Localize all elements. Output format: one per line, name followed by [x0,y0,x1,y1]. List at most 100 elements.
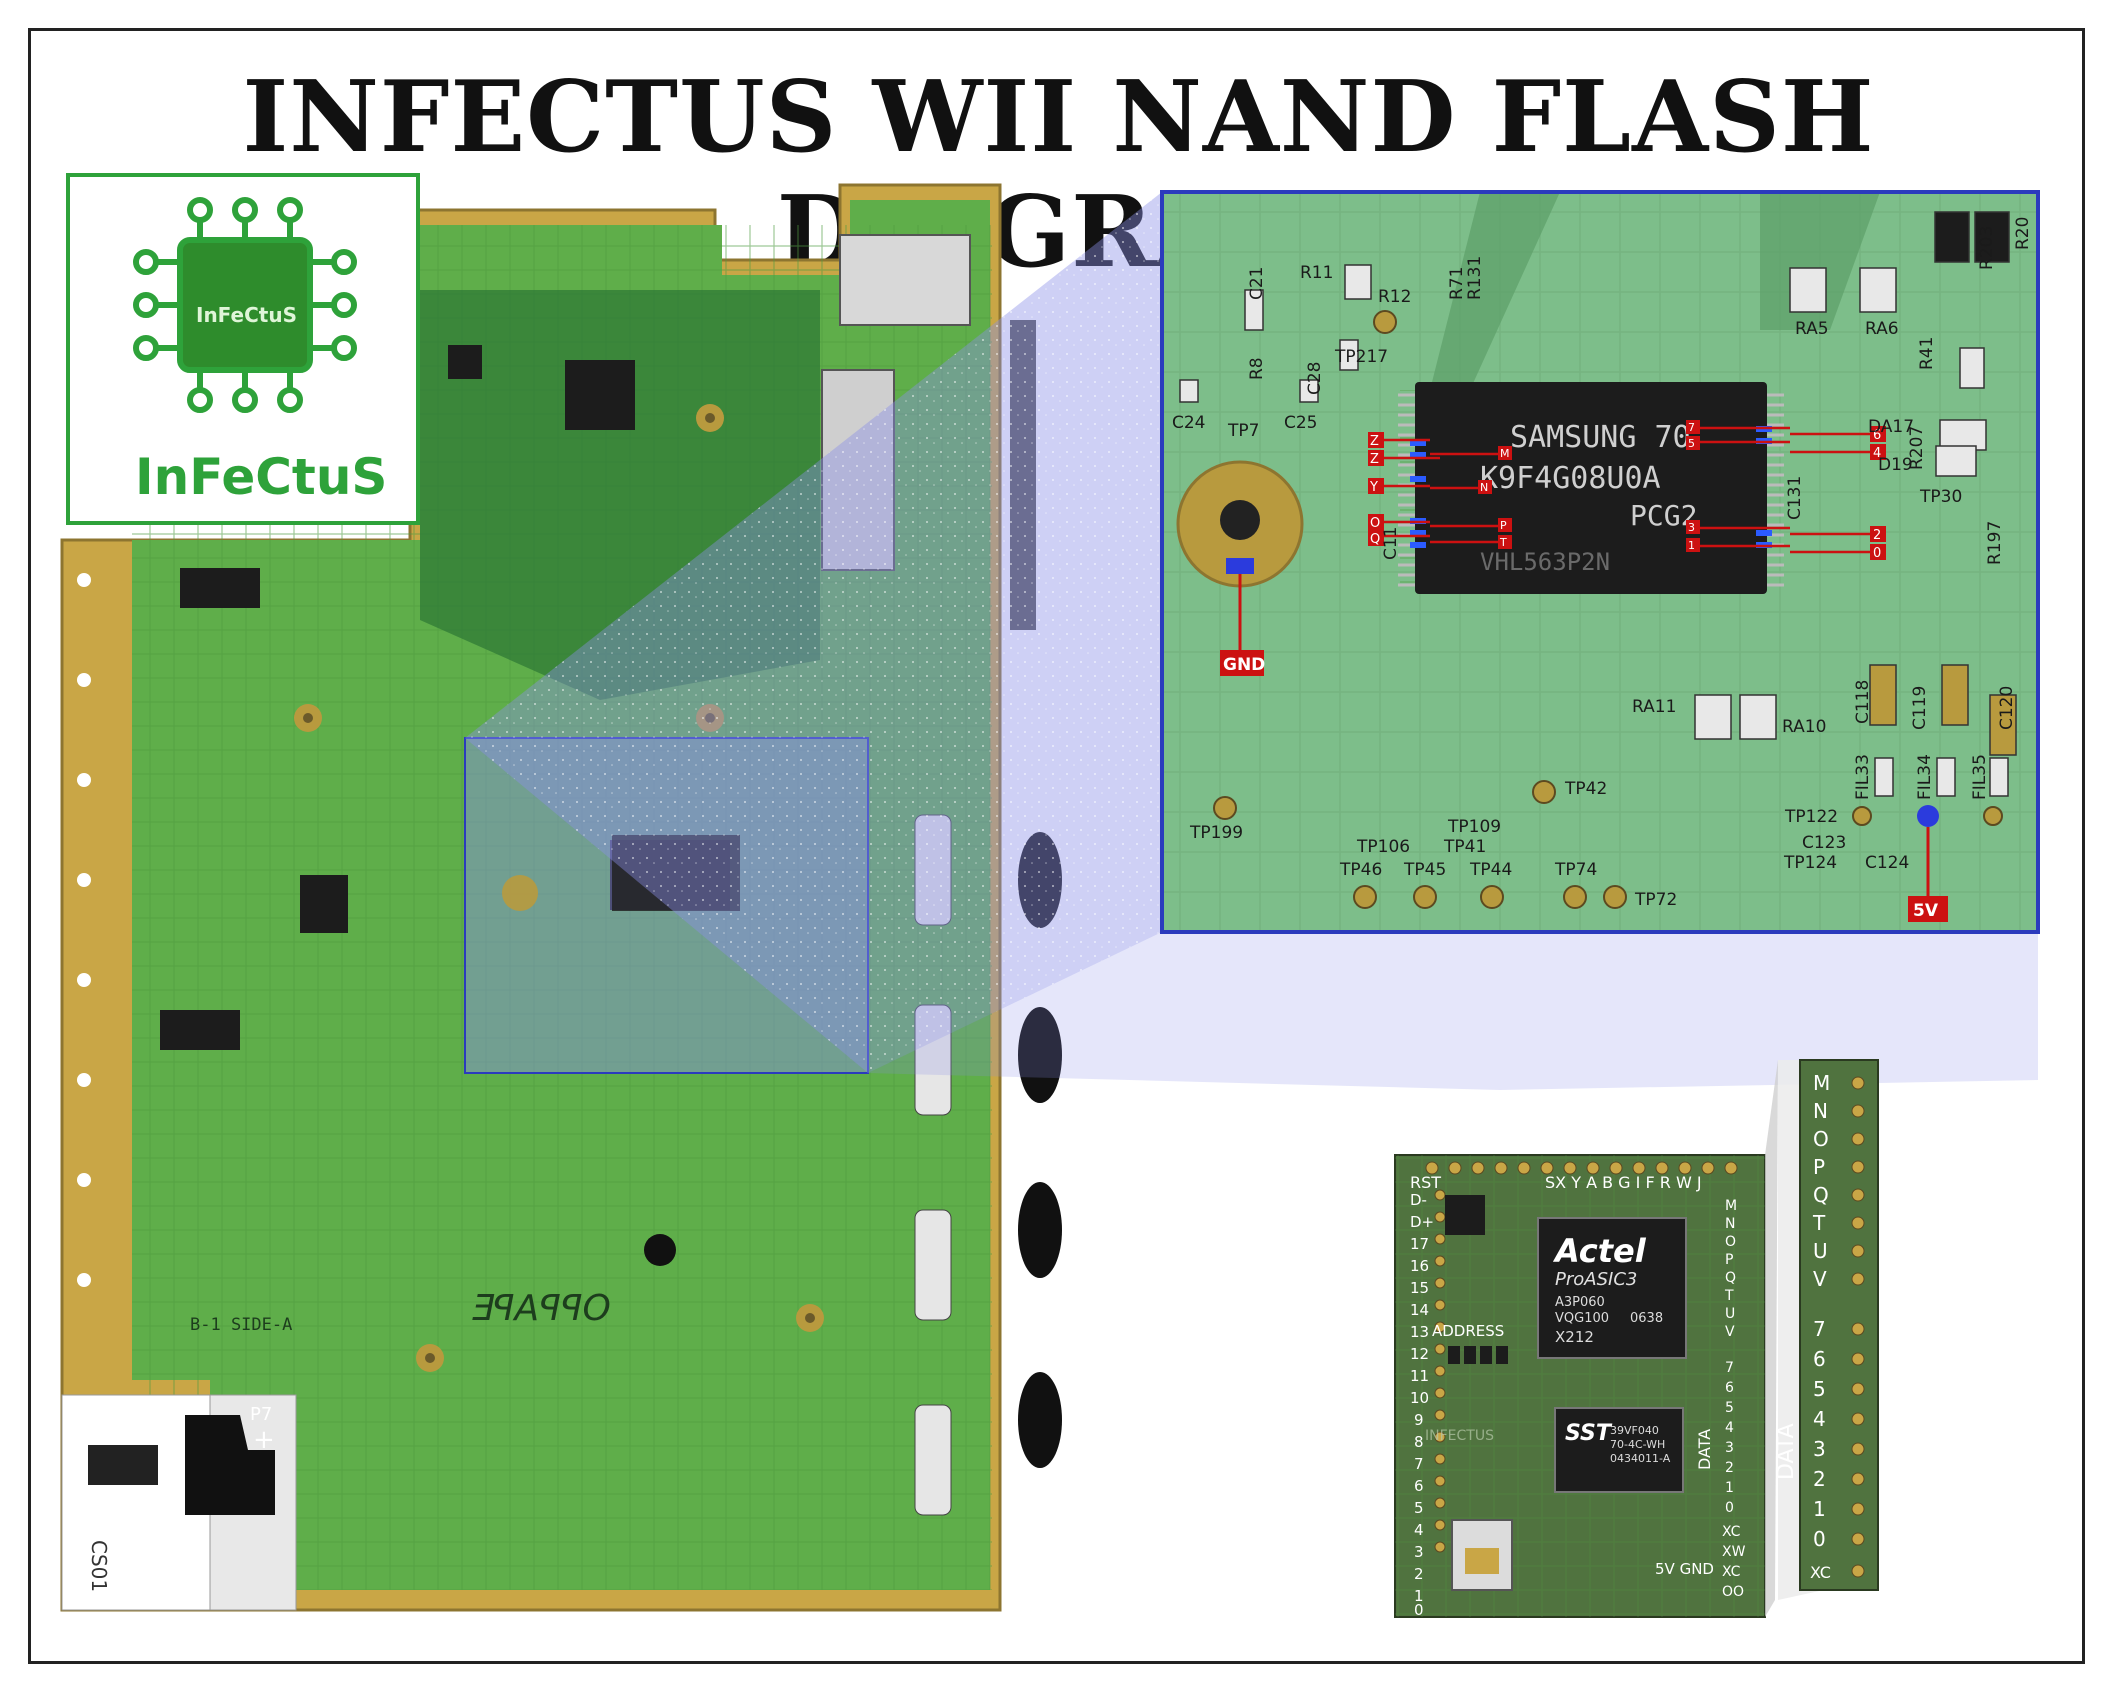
svg-text:1: 1 [1725,1480,1734,1496]
svg-text:2: 2 [1725,1460,1734,1476]
svg-text:TP217: TP217 [1334,347,1388,367]
nand-right-labels: 7 5 3 1 6 4 2 0 [1686,420,1886,561]
svg-text:V: V [1813,1267,1827,1291]
zoom-pcb-labels: C24 TP7 C25 R8 C21 R11 R12 TP217 C28 R71… [1172,217,2033,910]
svg-text:2: 2 [1813,1467,1826,1491]
sst-brand: SST [1565,1421,1613,1446]
svg-text:TP74: TP74 [1554,860,1597,880]
fpga-line3: VQG100 [1555,1311,1609,1326]
svg-text:P: P [1500,519,1507,532]
svg-text:TP41: TP41 [1443,837,1486,857]
svg-text:R131: R131 [1465,256,1485,300]
board-handwritten-mark: ƎꟼAꟼꟼO [470,1288,611,1329]
svg-text:TP124: TP124 [1783,853,1837,873]
fpga-brand: Actel [1552,1232,1647,1270]
fpga-line4: 0638 [1630,1311,1663,1326]
svg-text:C25: C25 [1284,413,1318,433]
svg-text:4: 4 [1725,1420,1734,1436]
svg-text:7: 7 [1813,1317,1826,1341]
zoom-wedge-speckle [465,192,1162,1073]
svg-text:D+: D+ [1410,1213,1434,1231]
svg-text:10: 10 [1410,1389,1429,1407]
svg-text:D-: D- [1410,1191,1427,1209]
svg-text:9: 9 [1414,1411,1424,1429]
svg-text:TP106: TP106 [1356,837,1410,857]
svg-text:P: P [1725,1252,1733,1268]
svg-text:R12: R12 [1378,287,1411,307]
svg-text:T: T [1812,1211,1826,1235]
v5-label: 5V [1913,901,1939,921]
zoom-trace-band [1430,192,1560,390]
svg-text:R8: R8 [1247,357,1267,380]
gnd-pad [1176,460,1304,676]
svg-text:N: N [1813,1099,1828,1123]
svg-text:D19: D19 [1878,455,1913,475]
svg-text:15: 15 [1410,1279,1429,1297]
svg-text:C119: C119 [1910,686,1930,730]
svg-text:DA17: DA17 [1868,417,1914,437]
svg-text:TP122: TP122 [1784,807,1838,827]
svg-text:R71: R71 [1447,267,1467,300]
infectus-chip-logo [133,197,357,413]
svg-text:O: O [1725,1234,1736,1250]
svg-text:Z: Z [1370,452,1379,467]
gnd-label: GND [1223,655,1265,675]
svg-text:C120: C120 [1997,686,2017,730]
svg-text:2: 2 [1414,1565,1424,1583]
svg-text:C21: C21 [1247,266,1267,300]
svg-text:16: 16 [1410,1257,1429,1275]
modchip-fpga [1537,1217,1687,1359]
svg-text:R197: R197 [1985,521,2005,565]
svg-text:TP46: TP46 [1339,860,1382,880]
svg-text:P: P [1813,1155,1825,1179]
svg-text:M: M [1813,1071,1830,1095]
svg-text:7: 7 [1688,421,1695,434]
svg-text:RA5: RA5 [1795,319,1829,339]
svg-text:U: U [1813,1239,1828,1263]
fpga-line1: ProASIC3 [1555,1269,1637,1290]
board-pad-small [502,875,538,911]
svg-text:6: 6 [1813,1347,1826,1371]
svg-text:3: 3 [1688,521,1695,534]
svg-text:12: 12 [1410,1345,1429,1363]
svg-text:C118: C118 [1853,680,1873,724]
zoom-wedge-lower [868,932,2038,1090]
svg-text:Q: Q [1813,1183,1829,1207]
modchip-rst: RST [1410,1173,1441,1192]
nand-chip-pins [1400,390,1415,586]
svg-text:T: T [1724,1288,1734,1304]
modchip-address-label: ADDRESS [1432,1322,1504,1340]
zoom-testpoints [1213,310,2003,909]
svg-text:5: 5 [1725,1400,1734,1416]
svg-text:C131: C131 [1785,476,1805,520]
sst-line3: 0434011-A [1610,1452,1671,1465]
svg-text:FIL33: FIL33 [1853,754,1873,800]
modchip-small-ic [1445,1195,1485,1235]
svg-text:Q: Q [1370,532,1380,547]
infectus-modchip: RST SX Y A B G I F R W J D- D+ 17 16 15 … [1394,1154,1766,1619]
svg-text:TP44: TP44 [1469,860,1512,880]
nand-chip-line4: VHL563P2N [1480,548,1610,576]
svg-text:XC: XC [1810,1563,1831,1582]
svg-text:7: 7 [1414,1455,1424,1473]
connector-plus: + [253,1425,275,1455]
svg-text:8: 8 [1414,1433,1424,1451]
svg-text:U: U [1725,1306,1735,1322]
modchip-address-jumpers [1448,1346,1508,1364]
svg-text:4: 4 [1414,1521,1424,1539]
modchip-top-holes [1425,1161,1738,1175]
modchip-top-pins: SX Y A B G I F R W J [1545,1173,1702,1192]
svg-text:TP42: TP42 [1564,779,1607,799]
svg-text:1: 1 [1688,539,1695,552]
svg-text:1: 1 [1414,1587,1424,1605]
modchip-watermark: INFECTUS [1425,1428,1494,1444]
svg-text:TP199: TP199 [1189,823,1243,843]
svg-text:0: 0 [1414,1601,1424,1619]
nand-pin-wires [1382,426,1870,554]
modchip-left-holes [1434,1189,1446,1553]
zoom-frame [1160,190,2040,934]
header-pin-holes [1851,1076,1865,1578]
svg-text:FIL34: FIL34 [1915,754,1935,800]
svg-text:Z: Z [1370,434,1379,449]
svg-text:2: 2 [1873,528,1881,543]
